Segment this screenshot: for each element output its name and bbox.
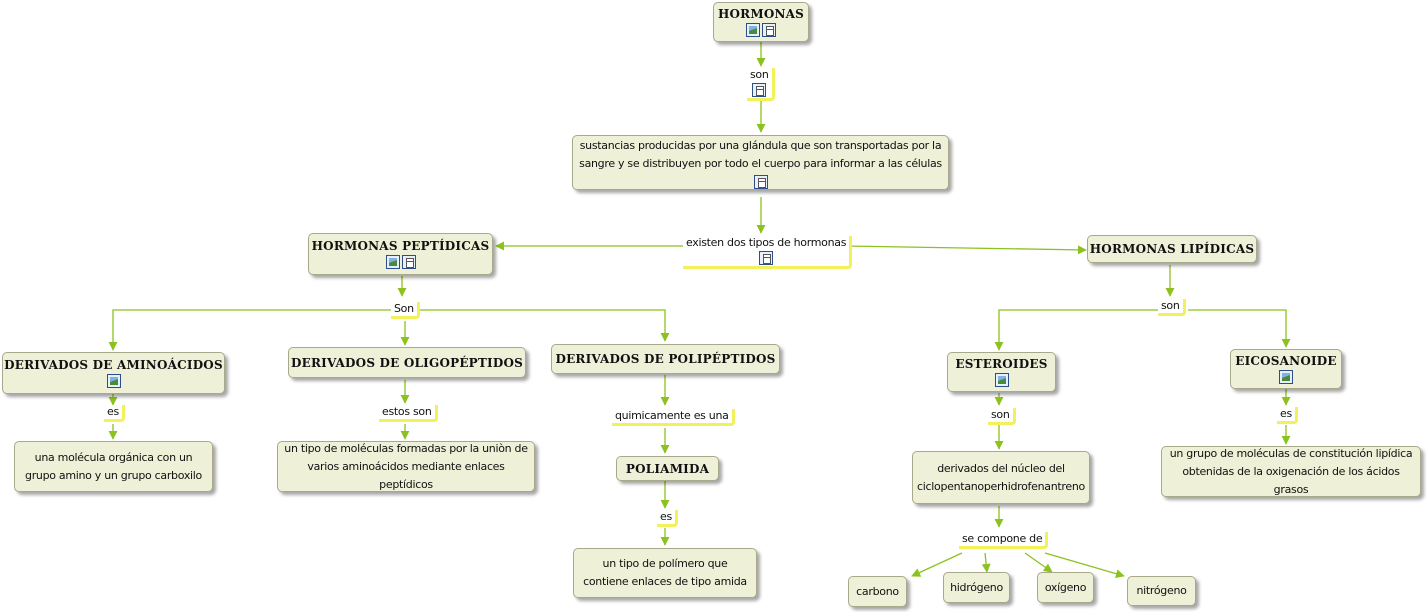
concept-nitrogeno[interactable]: nitrógeno (1127, 576, 1196, 606)
phrase-es-amino[interactable]: es (104, 405, 125, 422)
concept-label: HORMONAS (717, 7, 805, 21)
phrase-label: son (1161, 299, 1180, 312)
phrase-label: estos son (382, 405, 432, 418)
link-son-eicosanoide (1188, 309, 1291, 348)
concept-label: un grupo de moléculas de constitución li… (1169, 446, 1413, 496)
phrase-label: es (1280, 407, 1292, 420)
concept-label: HORMONAS PEPTÍDICAS (311, 239, 490, 253)
document-icon[interactable] (759, 251, 774, 265)
phrase-quimicamente[interactable]: quimicamente es una (612, 409, 735, 426)
document-icon[interactable] (752, 83, 767, 97)
document-icon[interactable] (762, 23, 776, 37)
concept-label: carbono (856, 584, 899, 598)
concept-oligopeptidos[interactable]: DERIVADOS DE OLIGOPÉPTIDOS (288, 347, 526, 378)
concept-label: POLIAMIDA (625, 461, 710, 476)
phrase-label: es (107, 405, 119, 418)
concept-lipidicas[interactable]: HORMONAS LIPÍDICAS (1087, 235, 1257, 263)
phrase-son-pept[interactable]: Son (391, 302, 420, 319)
link-son-polipeptidos (420, 309, 670, 342)
phrase-se-compone[interactable]: se compone de (959, 532, 1049, 549)
concept-label: nitrógeno (1136, 584, 1187, 597)
image-icon[interactable] (994, 373, 1009, 387)
concept-label: oxígeno (1044, 580, 1087, 594)
concept-eicosanoide[interactable]: EICOSANOIDE (1230, 349, 1342, 389)
concept-aminoacidos[interactable]: DERIVADOS DE AMINOÁCIDOS (2, 352, 225, 394)
phrase-label: quimicamente es una (615, 409, 729, 422)
concept-label: DERIVADOS DE OLIGOPÉPTIDOS (291, 355, 523, 370)
phrase-label: es (660, 510, 672, 523)
document-icon[interactable] (753, 174, 768, 189)
concept-tipo-moleculas[interactable]: un tipo de moléculas formadas por la uni… (277, 441, 535, 492)
link-existen-lipidicas (845, 245, 1087, 255)
phrase-label: son (991, 408, 1010, 421)
document-icon[interactable] (401, 255, 416, 269)
concept-label: sustancias producidas por una glándula q… (579, 138, 942, 170)
concept-peptidicas[interactable]: HORMONAS PEPTÍDICAS (308, 233, 493, 275)
link-compone-hidrogeno (981, 552, 991, 573)
concept-polipeptidos[interactable]: DERIVADOS DE POLIPÉPTIDOS (551, 344, 780, 374)
image-icon[interactable] (1279, 370, 1293, 384)
image-icon[interactable] (106, 374, 121, 388)
phrase-label: existen dos tipos de hormonas (686, 236, 847, 249)
phrase-label: se compone de (962, 532, 1043, 545)
concept-label: EICOSANOIDE (1235, 354, 1337, 368)
phrase-label: son (750, 68, 769, 81)
phrase-son-esteroides[interactable]: son (988, 408, 1016, 425)
concept-molecula-organica[interactable]: una molécula orgánica con un grupo amino… (14, 441, 213, 492)
concept-esteroides[interactable]: ESTEROIDES (947, 352, 1056, 392)
image-icon[interactable] (746, 23, 760, 37)
link-compone-carbono (911, 552, 963, 577)
link-compone-nitrogeno (1044, 552, 1125, 579)
phrase-estos-son[interactable]: estos son (379, 405, 438, 422)
concept-grupo-moleculas[interactable]: un grupo de moléculas de constitución li… (1161, 446, 1421, 497)
concept-definicion[interactable]: sustancias producidas por una glándula q… (572, 135, 949, 190)
concept-hormonas[interactable]: HORMONAS (713, 2, 809, 42)
phrase-es-poliamida[interactable]: es (657, 510, 678, 527)
link-son-aminoacidos (108, 309, 391, 351)
concept-derivados-nucleo[interactable]: derivados del núcleo del ciclopentanoper… (912, 451, 1090, 504)
image-icon[interactable] (385, 255, 400, 269)
concept-hidrogeno[interactable]: hidrógeno (943, 572, 1010, 603)
concept-poliamida[interactable]: POLIAMIDA (616, 456, 719, 481)
concept-label: hidrógeno (950, 580, 1003, 594)
link-compone-oxigeno (1024, 552, 1053, 573)
concept-carbono[interactable]: carbono (848, 576, 907, 607)
link-son-esteroides (994, 309, 1158, 351)
concept-oxigeno[interactable]: oxígeno (1037, 572, 1094, 603)
phrase-label: Son (394, 302, 414, 315)
phrase-son-lip[interactable]: son (1158, 299, 1186, 316)
concept-label: un tipo de moléculas formadas por la uni… (284, 441, 528, 491)
concept-label: HORMONAS LIPÍDICAS (1089, 242, 1255, 256)
phrase-existen[interactable]: existen dos tipos de hormonas (683, 236, 853, 269)
phrase-son-top[interactable]: son (747, 68, 775, 101)
concept-label: un tipo de polímero que contiene enlaces… (583, 557, 747, 588)
concept-tipo-polimero[interactable]: un tipo de polímero que contiene enlaces… (573, 548, 757, 598)
phrase-es-eicosanoide[interactable]: es (1277, 407, 1298, 424)
concept-label: DERIVADOS DE AMINOÁCIDOS (4, 358, 223, 372)
concept-label: derivados del núcleo del ciclopentanoper… (917, 461, 1085, 493)
concept-label: DERIVADOS DE POLIPÉPTIDOS (555, 352, 776, 366)
concept-label: una molécula orgánica con un grupo amino… (25, 450, 202, 482)
concept-label: ESTEROIDES (955, 357, 1048, 371)
